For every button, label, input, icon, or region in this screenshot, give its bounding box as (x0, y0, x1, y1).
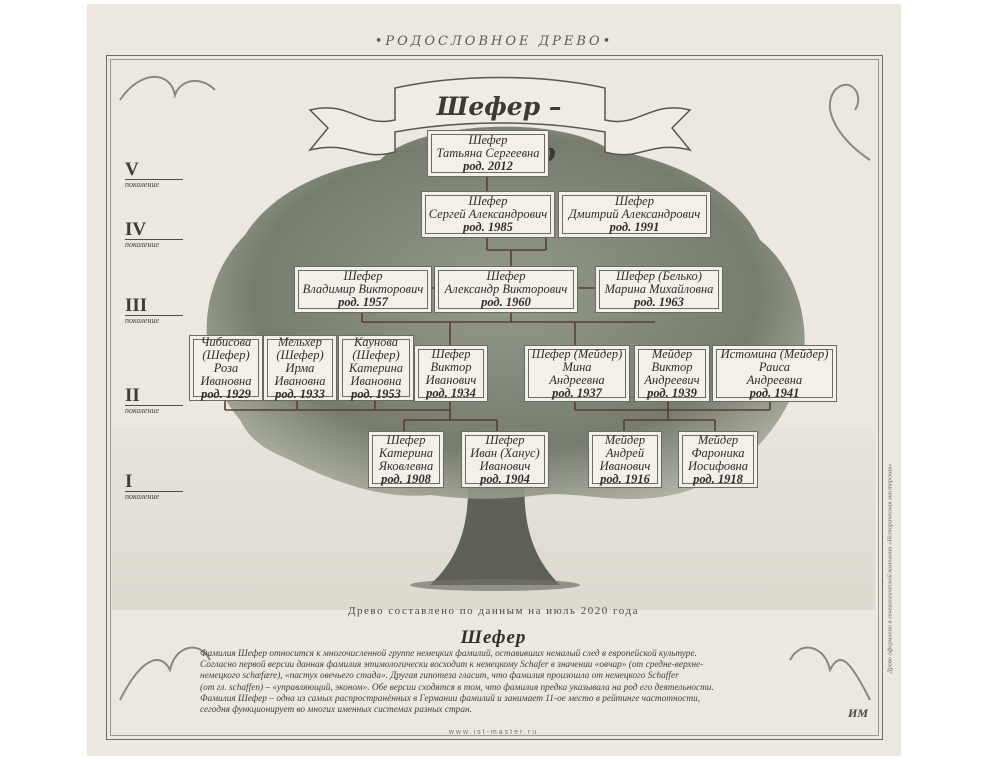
corner-ornament-bl (119, 646, 211, 701)
surname-description: Фамилия Шефер относится к многочисленной… (200, 649, 784, 716)
description-line: немецкого schæfære), «пастух овечьего ст… (200, 671, 679, 682)
poster-header: •РОДОСЛОВНОЕ ДРЕВО• (374, 34, 614, 49)
description-line: Согласно первой версии данная фамилия эт… (200, 660, 704, 671)
company-logo: ИМ (848, 706, 869, 720)
family-title: Шефер – Мейдер (436, 92, 562, 167)
corner-ornament-tr (829, 83, 871, 161)
inner-frame (110, 59, 879, 736)
description-line: Фамилия Шефер – одна из самых распростра… (200, 693, 701, 704)
tree-trunk (430, 470, 560, 585)
corner-ornament-br (789, 646, 871, 701)
tree-shadow (410, 579, 580, 591)
compilation-date-note: Древо составлено по данным на июль 2020 … (348, 605, 639, 617)
ribbon-banner (307, 76, 693, 156)
description-line: (от гл. schaffen) – «управляющий, эконом… (200, 682, 714, 693)
outer-frame (106, 55, 883, 740)
surname-heading: Шефер (460, 627, 527, 648)
corner-ornament-tl (119, 75, 216, 101)
website-url[interactable]: www.ist-master.ru (448, 729, 539, 736)
tree-connectors (224, 173, 771, 433)
description-line: сегодня функционирует во многих именных … (200, 705, 472, 716)
side-note: Древо оформлено в генеалогической компан… (886, 463, 894, 674)
description-line: Фамилия Шефер относится к многочисленной… (200, 649, 697, 659)
